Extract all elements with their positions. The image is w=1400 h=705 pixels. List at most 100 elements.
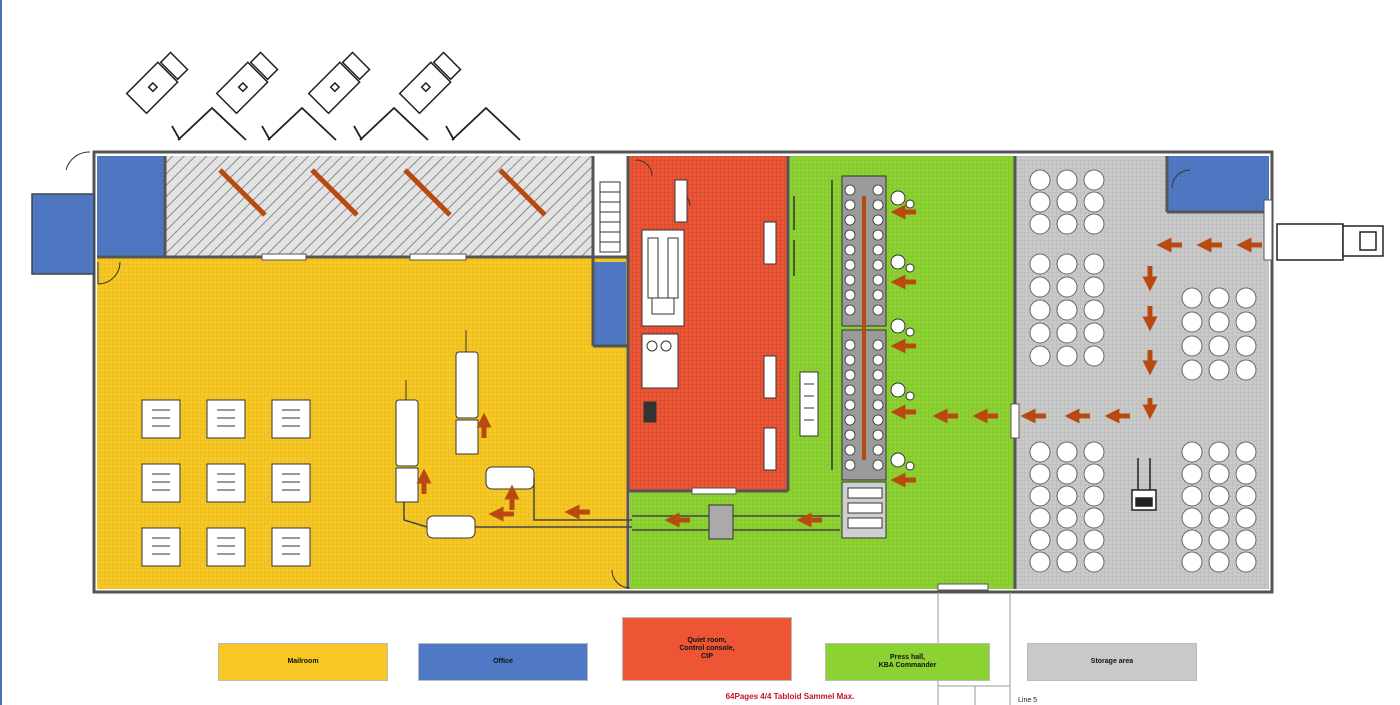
staircase (599, 181, 621, 253)
paper-reel (1235, 335, 1257, 357)
folder-unit (847, 487, 883, 529)
paper-reel (1056, 345, 1078, 367)
paper-reel (1208, 287, 1230, 309)
delivery-truck (1276, 223, 1384, 261)
paper-reel (1083, 507, 1105, 529)
paper-reel (1083, 441, 1105, 463)
paper-reel (1029, 322, 1051, 344)
conveyor-junction (708, 504, 734, 540)
paper-reel (1181, 441, 1203, 463)
paper-reel (1056, 169, 1078, 191)
legend-mailroom-label: Mailroom (287, 658, 319, 665)
paper-reel (1056, 213, 1078, 235)
press-console (799, 371, 819, 437)
paper-reel (1235, 463, 1257, 485)
storage-reels (1029, 169, 1257, 573)
paper-reel (1235, 441, 1257, 463)
paper-reel (1235, 551, 1257, 573)
paper-reel (1208, 463, 1230, 485)
paper-reel (1029, 213, 1051, 235)
paper-reel (1083, 276, 1105, 298)
title-block-label: Line 5 (1018, 697, 1038, 704)
paper-reel (1056, 485, 1078, 507)
paper-reel (1029, 441, 1051, 463)
mailroom-pallets (141, 399, 311, 567)
paper-reel (1208, 441, 1230, 463)
paper-reel (1208, 507, 1230, 529)
paper-reel (1181, 507, 1203, 529)
paper-reel (1029, 485, 1051, 507)
paper-reel (1083, 463, 1105, 485)
paper-reel (1056, 191, 1078, 213)
paper-reel (1208, 551, 1230, 573)
dock-conveyors (218, 168, 547, 217)
paper-reel (1083, 485, 1105, 507)
paper-reel (1181, 485, 1203, 507)
paper-reel (1083, 191, 1105, 213)
legend-press-hall-label: Press hall, KBA Commander (878, 654, 937, 669)
press-reels (890, 190, 915, 471)
paper-reel (1056, 551, 1078, 573)
paper-reel (1083, 551, 1105, 573)
legend-storage-label: Storage area (1090, 658, 1134, 665)
paper-reel (1208, 311, 1230, 333)
ctp-equipment (641, 179, 777, 471)
legend-quiet-room: Quiet room, Control console, CtP (622, 617, 792, 681)
paper-reel (1181, 551, 1203, 573)
paper-reel (1029, 169, 1051, 191)
interior-walls (97, 156, 1269, 589)
paper-reel (1056, 463, 1078, 485)
paper-reel (1083, 253, 1105, 275)
legend-quiet-room-label: Quiet room, Control console, CtP (679, 637, 735, 660)
legend-office-label: Office (493, 658, 513, 665)
paper-reel (1029, 463, 1051, 485)
legend-office: Office (418, 643, 588, 681)
paper-reel (1056, 253, 1078, 275)
dock-doors (171, 106, 521, 141)
paper-reel (1208, 335, 1230, 357)
paper-reel (1029, 276, 1051, 298)
forklift (1131, 458, 1157, 511)
legend-press-hall: Press hall, KBA Commander (825, 643, 990, 681)
paper-reel (1083, 322, 1105, 344)
paper-reel (1208, 359, 1230, 381)
paper-reel (1029, 191, 1051, 213)
paper-reel (1235, 529, 1257, 551)
paper-reel (1029, 529, 1051, 551)
paper-reel (1181, 335, 1203, 357)
loading-dock-trucks (125, 51, 462, 115)
paper-reel (1056, 322, 1078, 344)
paper-reel (1235, 507, 1257, 529)
paper-reel (1056, 529, 1078, 551)
paper-reel (1029, 253, 1051, 275)
paper-reel (1235, 311, 1257, 333)
paper-reel (1029, 299, 1051, 321)
paper-reel (1083, 169, 1105, 191)
paper-reel (1208, 485, 1230, 507)
flow-arrows (416, 204, 1262, 528)
paper-reel (1029, 345, 1051, 367)
legend-storage: Storage area (1027, 643, 1197, 681)
paper-reel (1083, 213, 1105, 235)
zone-hatched-dock (165, 156, 593, 256)
plan-caption: 64Pages 4/4 Tabloid Sammel Max. (725, 692, 855, 701)
paper-reel (1181, 287, 1203, 309)
paper-reel (1181, 529, 1203, 551)
legend-mailroom: Mailroom (218, 643, 388, 681)
paper-reel (1056, 441, 1078, 463)
paper-reel (1056, 507, 1078, 529)
paper-reel (1029, 551, 1051, 573)
paper-reel (1181, 359, 1203, 381)
paper-reel (1235, 359, 1257, 381)
paper-reel (1029, 507, 1051, 529)
paper-reel (1181, 463, 1203, 485)
paper-reel (1083, 345, 1105, 367)
paper-reel (1083, 529, 1105, 551)
paper-reel (1235, 485, 1257, 507)
paper-reel (1056, 276, 1078, 298)
paper-reel (1208, 529, 1230, 551)
paper-reel (1056, 299, 1078, 321)
paper-reel (1181, 311, 1203, 333)
press-rolls (844, 184, 884, 471)
